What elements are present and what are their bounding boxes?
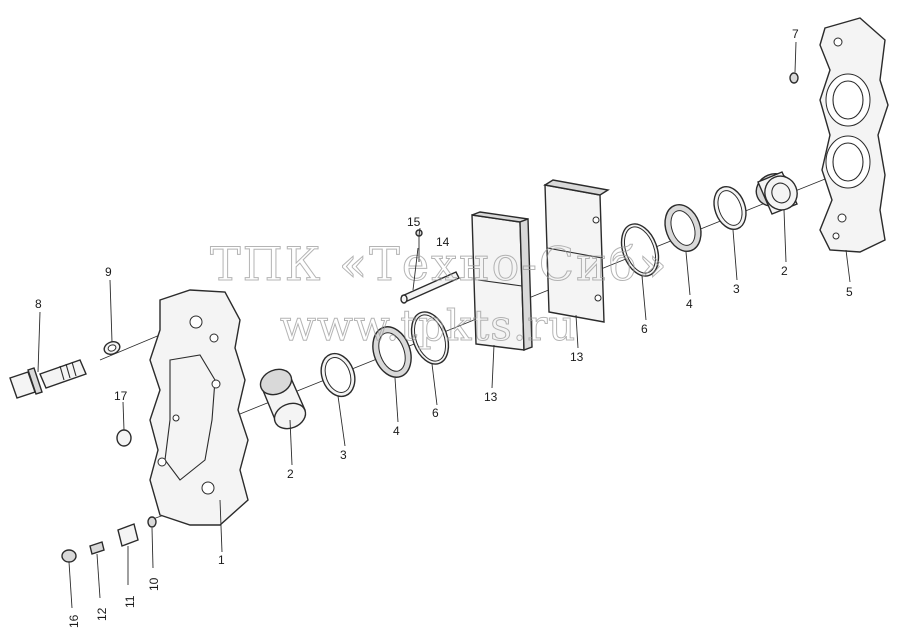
callout-11: 11 — [123, 595, 137, 608]
callout-4-left: 4 — [393, 424, 400, 438]
watermark-line-1: ТПК «Техно-Сиб» — [210, 237, 669, 291]
callout-10: 10 — [147, 577, 161, 591]
callout-5: 5 — [846, 285, 853, 299]
seal-4-right — [664, 204, 702, 252]
callout-6-left: 6 — [432, 406, 439, 420]
callout-4-right: 4 — [686, 297, 693, 311]
brake-pad-right — [543, 179, 610, 323]
caliper-housing-left — [149, 289, 249, 526]
retaining-pin — [400, 271, 460, 304]
brake-pad-left — [471, 211, 533, 351]
callout-13-right: 13 — [570, 350, 584, 364]
ring-6-right — [620, 223, 660, 277]
ring-3-left — [320, 352, 356, 398]
callout-17: 17 — [114, 389, 128, 403]
callout-15: 15 — [407, 215, 421, 229]
bolt — [9, 359, 87, 399]
o-ring-10 — [147, 516, 157, 528]
bleed-valve-assembly — [61, 516, 157, 563]
callout-9: 9 — [105, 265, 112, 279]
callout-1: 1 — [218, 553, 225, 567]
callout-16: 16 — [67, 614, 81, 628]
callout-6-right: 6 — [641, 322, 648, 336]
seal-4-left — [372, 326, 412, 378]
callout-2-right: 2 — [781, 264, 788, 278]
callout-7: 7 — [792, 27, 799, 41]
callout-3-left: 3 — [340, 448, 347, 462]
callout-12: 12 — [95, 607, 109, 621]
callout-3-right: 3 — [733, 282, 740, 296]
callout-14: 14 — [436, 235, 450, 249]
callout-13-left: 13 — [484, 390, 498, 404]
piston-right — [755, 171, 798, 215]
fitting-11 — [117, 523, 139, 547]
piston-left — [259, 368, 307, 430]
ring-6-left — [410, 311, 450, 365]
callout-8: 8 — [35, 297, 42, 311]
washer-17 — [116, 429, 132, 447]
washer-9 — [103, 341, 121, 355]
watermark-line-2: www.tpkts.ru — [280, 301, 576, 350]
cap-16 — [61, 549, 77, 563]
o-ring-7 — [789, 72, 799, 84]
ring-3-right — [713, 185, 747, 231]
callout-2-left: 2 — [287, 467, 294, 481]
caliper-housing-right — [819, 17, 889, 253]
